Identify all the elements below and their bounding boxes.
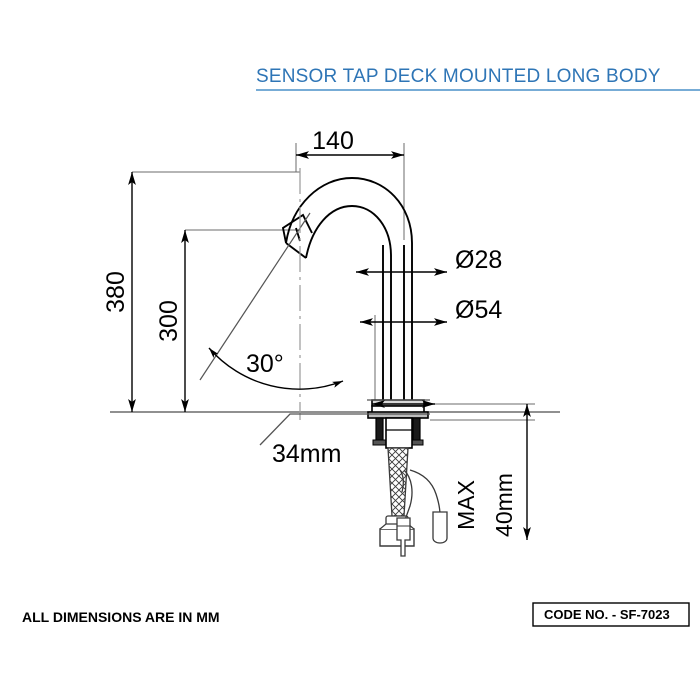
dim-label-dia-54: Ø54 [455, 296, 502, 324]
dimension-dia-54: Ø54 [360, 296, 502, 326]
footer-notes: ALL DIMENSIONS ARE IN MM [22, 609, 220, 625]
extension-lines [110, 143, 560, 421]
angle-arc-30 [208, 347, 344, 390]
connector-center [396, 517, 411, 557]
dim-label-30-degrees: 30° [246, 350, 284, 378]
nozzle-inner-edge [295, 227, 301, 242]
dim-label-140: 140 [312, 127, 354, 155]
dimension-140: 140 [296, 127, 404, 159]
mount-nut-left [372, 439, 387, 446]
dim-label-380: 380 [102, 271, 130, 313]
cable-strain-relief [399, 469, 404, 493]
dim-label-34mm: 34mm [272, 440, 341, 468]
tap-outline [281, 177, 413, 404]
deck-washer [367, 411, 429, 419]
dimension-hole-34mm: 34mm [259, 399, 435, 468]
base-flange [371, 399, 425, 407]
sensor-cable-group [396, 469, 448, 557]
drawing-title: SENSOR TAP DECK MOUNTED LONG BODY [256, 66, 661, 87]
dimension-300: 300 [155, 230, 189, 412]
mount-bolt-right [412, 417, 421, 443]
units-note: ALL DIMENSIONS ARE IN MM [22, 609, 220, 625]
dim-label-max: MAX [453, 480, 479, 530]
dimension-380: 380 [102, 172, 136, 412]
nozzle-outlet [281, 213, 313, 244]
spout-outer-curve [285, 177, 413, 404]
dim-label-300: 300 [155, 300, 183, 342]
cable-right [409, 469, 441, 516]
underdeck-block [385, 417, 413, 449]
cable-left [403, 469, 413, 521]
base-flange-group [367, 399, 429, 449]
mount-bolt-left [375, 417, 384, 443]
spout-inner-curve [305, 205, 392, 404]
title-group: SENSOR TAP DECK MOUNTED LONG BODY [256, 66, 700, 91]
dim-label-40mm: 40mm [491, 473, 517, 537]
code-block-label: CODE NO. - SF-7023 [544, 607, 670, 622]
leader-line-34mm [259, 413, 430, 446]
code-block-border [532, 602, 690, 627]
dimension-max-40mm: MAX 40mm [453, 404, 531, 540]
dim-label-dia-28: Ø28 [455, 246, 502, 274]
connector-right [432, 511, 448, 544]
nozzle-face [285, 242, 307, 259]
code-block: CODE NO. - SF-7023 [532, 602, 690, 627]
braided-hose [387, 447, 409, 517]
dimension-angle-30: 30° [199, 168, 344, 420]
dimension-dia-28: Ø28 [356, 246, 502, 276]
